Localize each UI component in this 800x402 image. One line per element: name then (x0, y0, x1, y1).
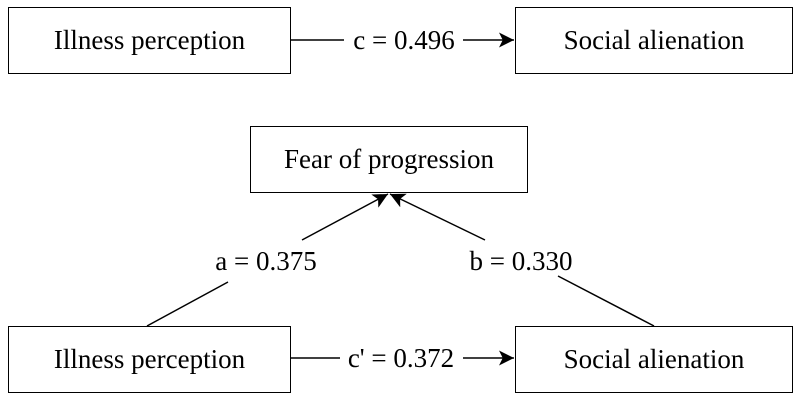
path-b-line-lower (557, 275, 655, 327)
path-b-line-upper (389, 193, 486, 241)
path-c-prime-label: c' = 0.372 (348, 343, 454, 373)
mediator-label: Fear of progression (284, 144, 494, 174)
outcome-node-social-alienation: Social alienation (515, 7, 793, 74)
path-c-arrow: c = 0.496 (291, 25, 514, 55)
path-c-label: c = 0.496 (353, 25, 454, 55)
path-c-prime-arrow: c' = 0.372 (291, 343, 514, 373)
outcome-node-social-alienation: Social alienation (515, 326, 793, 393)
path-a-label: a = 0.375 (215, 246, 316, 276)
path-a-line-upper (301, 193, 389, 241)
predictor-label: Illness perception (53, 344, 246, 374)
path-b-arrow: b = 0.330 (389, 193, 655, 327)
path-a-arrow: a = 0.375 (146, 193, 389, 327)
mediator-node-fear-of-progression: Fear of progression (250, 126, 528, 193)
outcome-label: Social alienation (563, 25, 745, 55)
outcome-label: Social alienation (563, 344, 745, 374)
predictor-node-illness-perception: Illness perception (8, 326, 291, 393)
path-a-line-lower (146, 281, 229, 327)
predictor-node-illness-perception: Illness perception (8, 7, 291, 74)
path-b-label: b = 0.330 (470, 246, 573, 276)
predictor-label: Illness perception (53, 25, 246, 55)
